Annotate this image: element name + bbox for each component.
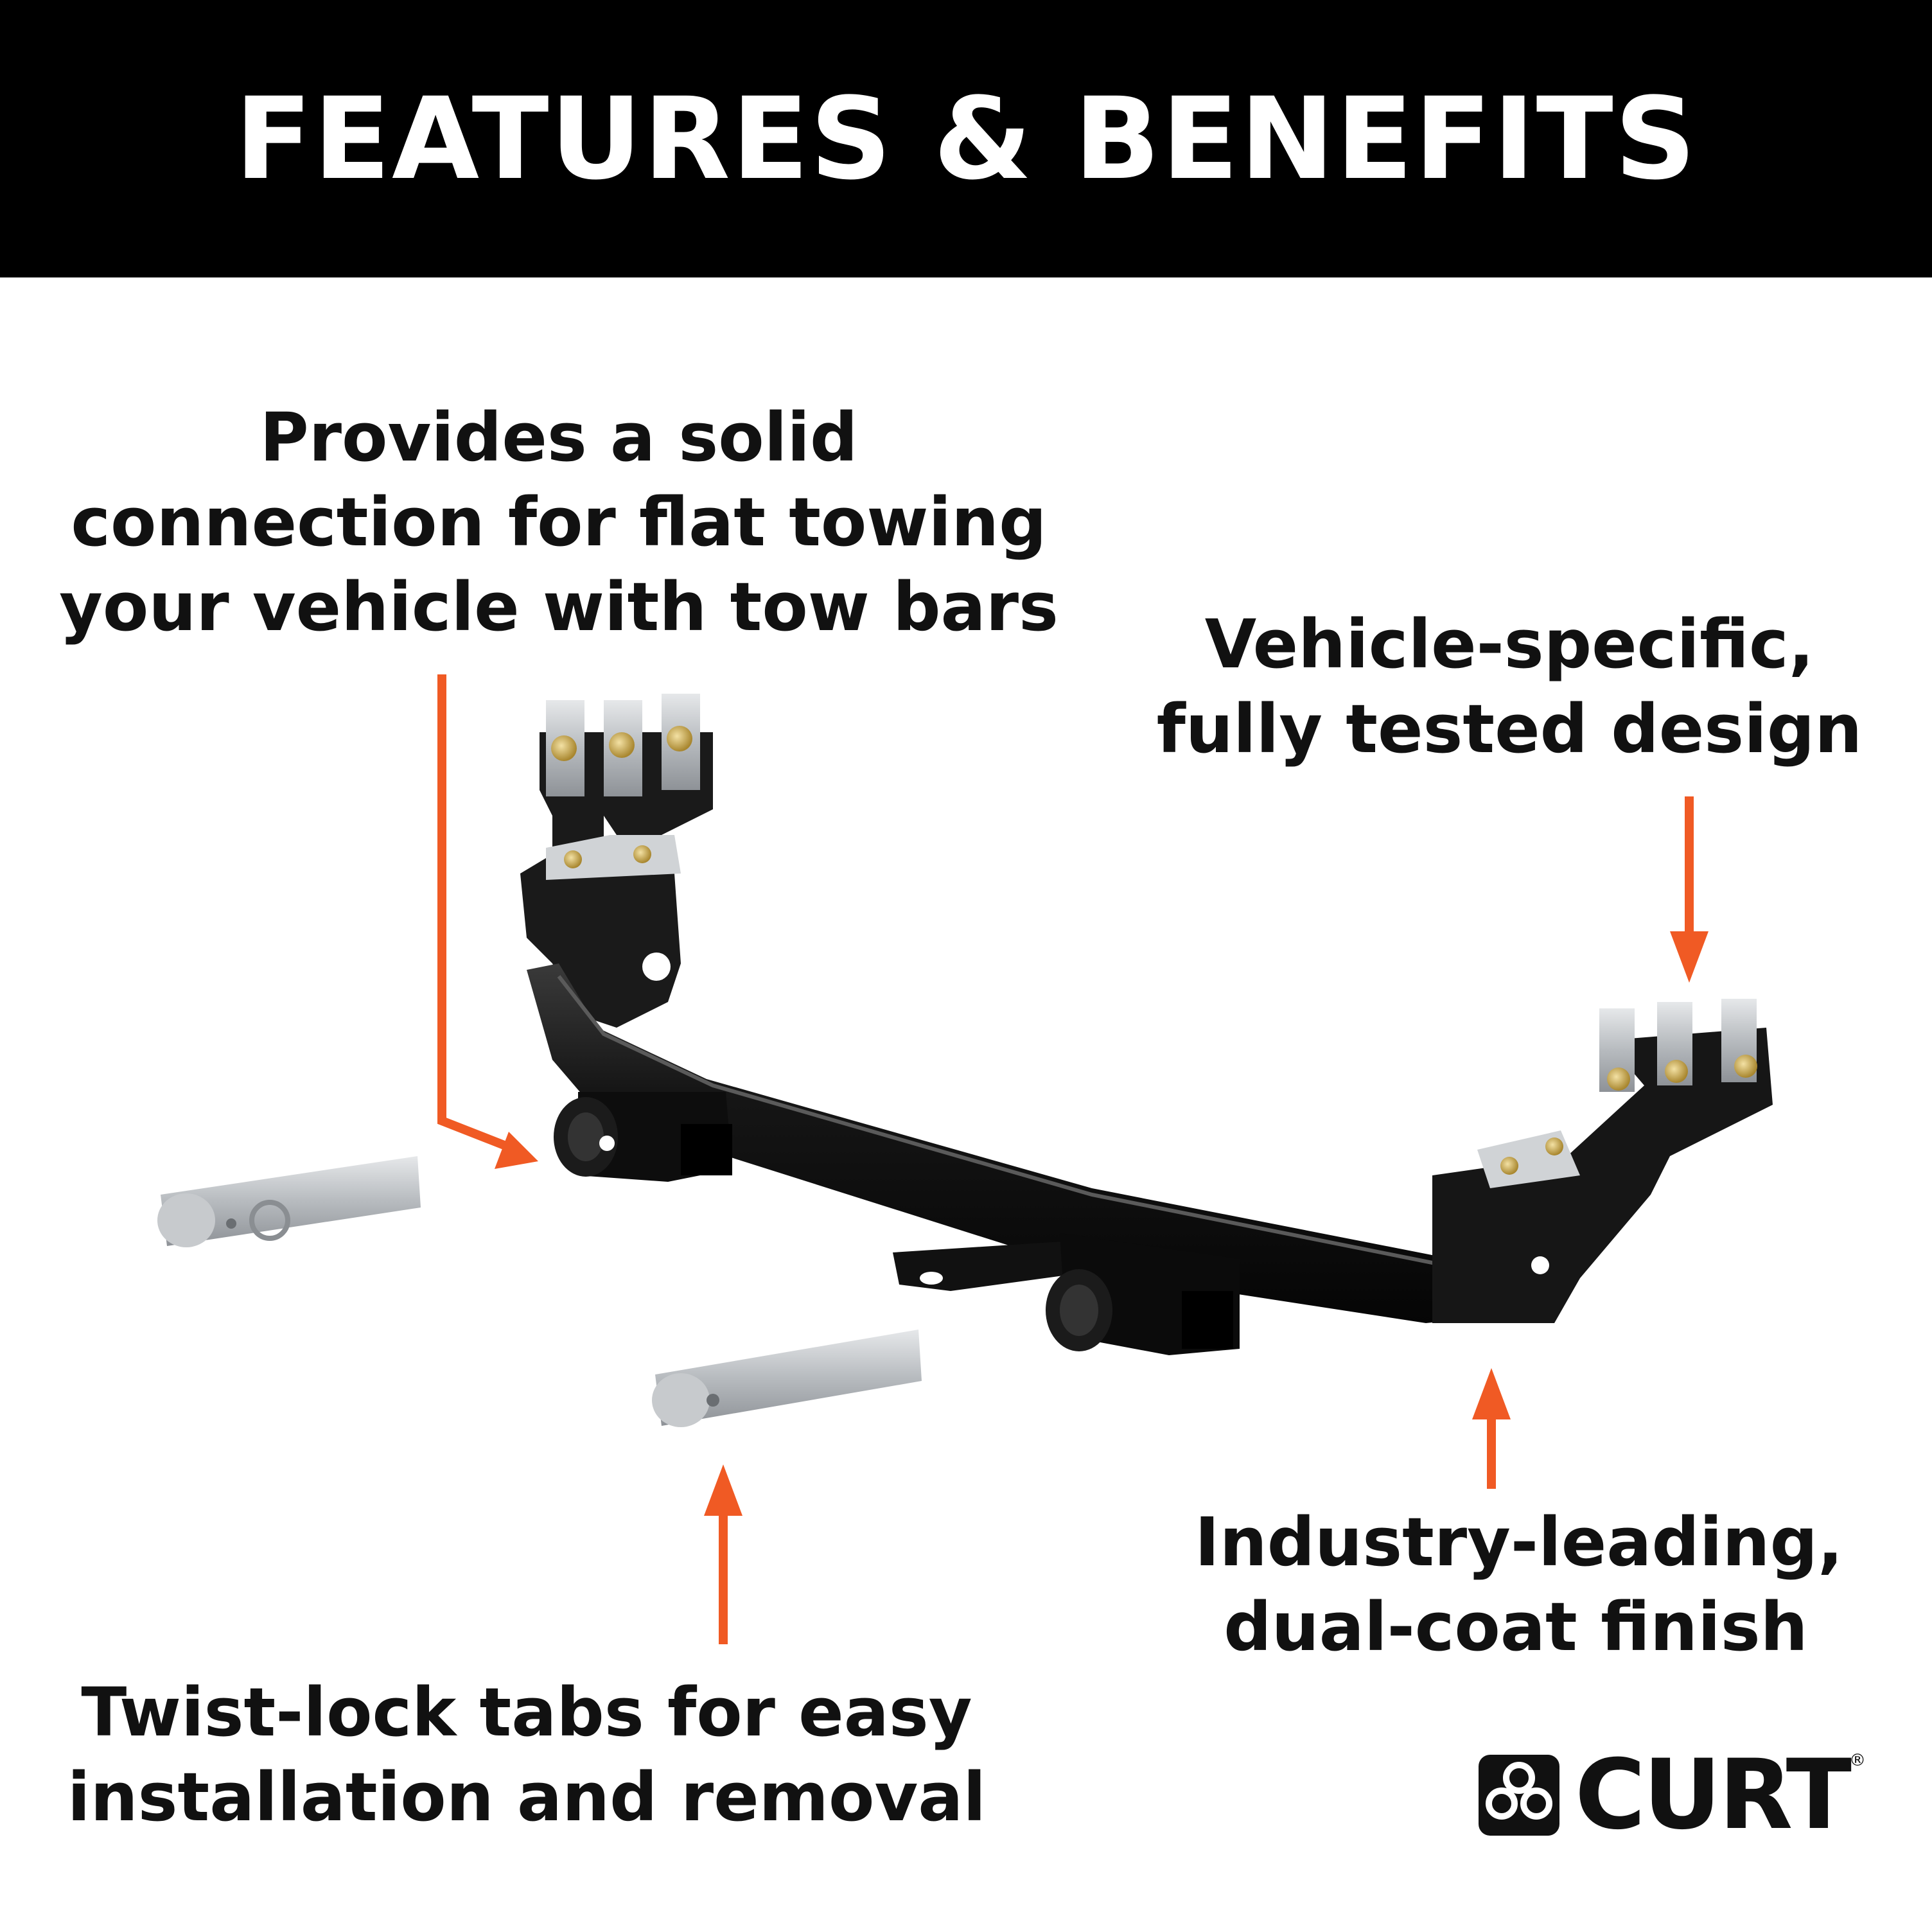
tow-tab-pin-left — [157, 1156, 421, 1247]
center-tow-tab-receiver — [893, 1233, 1240, 1355]
callout-connection: Provides a solid connection for flat tow… — [59, 398, 1058, 646]
left-tow-tab-receiver — [554, 1092, 732, 1182]
brand-logo: CURT ® — [1477, 1747, 1866, 1843]
arrow-head-twistlock — [704, 1464, 742, 1516]
main-crossbar — [527, 963, 1554, 1323]
arrow-head-design — [1670, 931, 1708, 983]
callout-finish: Industry-leading, dual-coat finish — [1195, 1503, 1843, 1666]
brand-wordmark: CURT — [1575, 1739, 1852, 1851]
callout-design: Vehicle-specific, fully tested design — [1156, 605, 1863, 768]
right-mount-bracket — [1432, 999, 1773, 1323]
arrow-head-connection — [495, 1132, 538, 1169]
arrow-icon-connection — [437, 674, 509, 1151]
callout-twistlock: Twist-lock tabs for easy installation an… — [67, 1673, 987, 1836]
arrow-head-finish — [1472, 1368, 1511, 1419]
registered-mark: ® — [1849, 1751, 1866, 1770]
arrows — [437, 674, 1708, 1644]
page-title: FEATURES & BENEFITS — [234, 73, 1698, 205]
tow-tab-pin-center — [652, 1330, 922, 1427]
left-mount-bracket — [520, 694, 713, 1028]
curt-logo-icon — [1479, 1755, 1559, 1836]
header-banner: FEATURES & BENEFITS — [0, 0, 1932, 277]
